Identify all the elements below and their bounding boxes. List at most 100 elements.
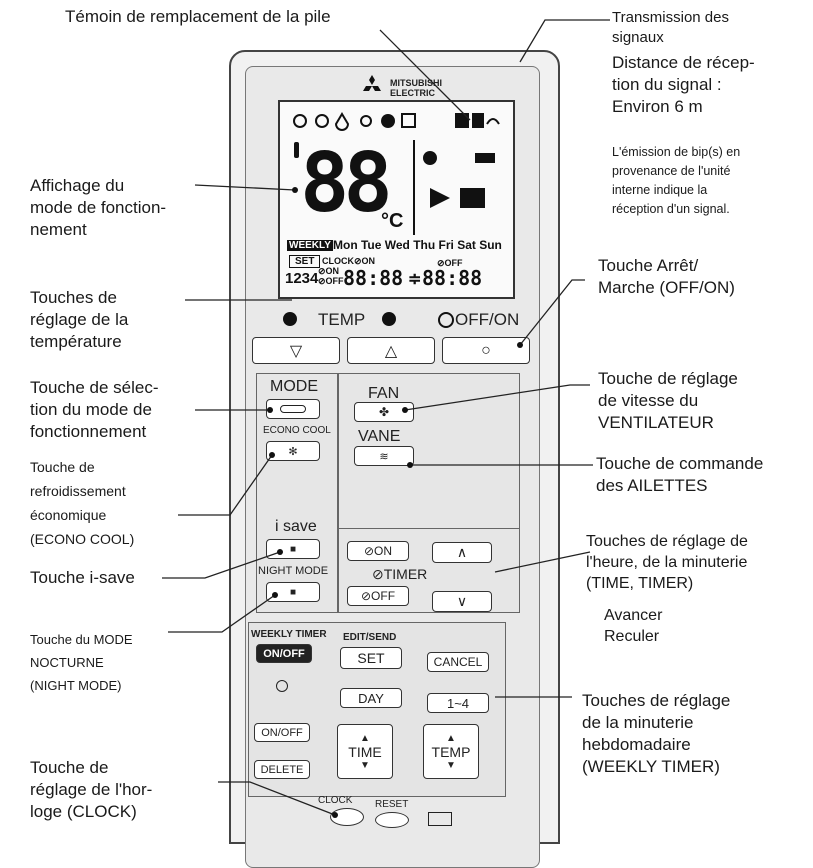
clock-label: CLOCK — [318, 795, 353, 806]
weekly-onoff-button[interactable]: ON/OFF — [256, 644, 312, 663]
circle-icon: ○ — [481, 341, 491, 359]
callout-econo-line: économique — [30, 507, 107, 523]
callout-mode-line: tion du mode de — [30, 400, 152, 419]
arrow-up-icon: ▲ — [446, 732, 456, 744]
callout-bip: L'émission de bip(s) en provenance de l'… — [612, 143, 740, 219]
arrow-down-icon: ▼ — [360, 759, 370, 771]
clock-icon — [276, 680, 288, 692]
edit-send-label: EDIT/SEND — [343, 632, 397, 643]
minus-icon — [283, 312, 297, 326]
clock-onoff-label: ON/OFF — [261, 726, 303, 739]
callout-reculer: Reculer — [604, 628, 660, 645]
night-mode-label: NIGHT MODE — [258, 565, 329, 577]
timer-off-button[interactable]: ⊘OFF — [347, 586, 409, 606]
brand-line-2: ELECTRIC — [390, 88, 435, 98]
timer-down-button[interactable]: ∨ — [432, 591, 492, 612]
mode-button[interactable] — [266, 399, 320, 419]
clock-onoff-button[interactable]: ON/OFF — [254, 723, 310, 742]
temp-down-button[interactable]: ▽ — [252, 337, 340, 364]
callout-night-line: NOCTURNE — [30, 655, 104, 670]
lcd-unit: °C — [381, 210, 404, 232]
callout-timer-line: Touches de réglage de — [586, 533, 748, 550]
minus-bar-icon — [280, 405, 306, 413]
callout-temp-line: Touches de — [30, 288, 117, 307]
callout-econo: Touche de refroidissement économique (EC… — [30, 455, 134, 551]
vane-label: VANE — [358, 428, 401, 445]
set-button[interactable]: SET — [340, 647, 402, 669]
fan-button[interactable]: ✤ — [354, 402, 414, 422]
callout-mode-line: Touche de sélec- — [30, 378, 159, 397]
reset-label: RESET — [375, 799, 409, 810]
range-label: 1~4 — [446, 695, 470, 711]
callout-arret-line: Touche Arrêt/ — [598, 256, 699, 275]
cancel-button[interactable]: CANCEL — [427, 652, 489, 672]
weekly-timer-label: WEEKLY TIMER — [251, 629, 327, 640]
callout-econo-line: Touche de — [30, 459, 95, 475]
temp-weekly-button[interactable]: ▲ TEMP ▼ — [423, 724, 479, 779]
clock-button[interactable] — [330, 808, 364, 826]
battery-icon — [455, 113, 469, 128]
callout-distance: Distance de récep- tion du signal : Envi… — [612, 52, 755, 118]
callout-weekly-line: (WEEKLY TIMER) — [582, 757, 720, 776]
leader-lines — [162, 19, 610, 818]
lcd-set-tag: SET — [289, 255, 321, 268]
lcd-fan-vane-icons — [423, 151, 495, 208]
callout-clock: Touche de réglage de l'hor- loge (CLOCK) — [30, 757, 152, 823]
mode-label: MODE — [270, 378, 318, 395]
callout-bip-line: provenance de l'unité — [612, 164, 731, 178]
callout-night: Touche du MODE NOCTURNE (NIGHT MODE) — [30, 628, 133, 697]
night-mode-button[interactable]: ■ — [266, 582, 320, 602]
lcd-weekly-tag: WEEKLY — [287, 240, 333, 251]
timer-on-button[interactable]: ⊘ON — [347, 541, 409, 561]
signal-icon — [486, 118, 500, 125]
fan-icon: ✤ — [378, 405, 390, 419]
econo-cool-icon: ✻ — [288, 445, 298, 458]
callout-fan: Touche de réglage de vitesse du VENTILAT… — [598, 368, 738, 434]
lcd-divider — [413, 140, 415, 235]
vane-position-icon — [430, 188, 450, 208]
offon-button[interactable]: ○ — [442, 337, 530, 364]
econo-label: ECONO COOL — [263, 425, 331, 436]
callout-fan-line: de vitesse du — [598, 391, 699, 410]
night-mode-icon: ■ — [289, 586, 297, 598]
time-button[interactable]: ▲ TIME ▼ — [337, 724, 393, 779]
range-button[interactable]: 1~4 — [427, 693, 489, 713]
callout-temp-line: température — [30, 332, 122, 351]
lcd-thermometer-icon — [294, 142, 299, 158]
callout-temp: Touches de réglage de la température — [30, 287, 128, 353]
callout-econo-line: refroidissement — [30, 483, 126, 499]
lcd-on-small: ⊘ON — [318, 266, 340, 276]
isave-lcd-icon — [472, 113, 484, 128]
temp-weekly-label: TEMP — [431, 743, 471, 760]
vane-button[interactable]: ≋ — [354, 446, 414, 466]
isave-icon: ■ — [289, 543, 297, 555]
callout-transmission: Transmission des signaux — [612, 8, 729, 48]
timer-off-label: ⊘OFF — [360, 589, 396, 603]
econo-cool-button[interactable]: ✻ — [266, 441, 320, 461]
arrow-up-icon: ▲ — [360, 732, 370, 744]
offon-label: OFF/ON — [455, 310, 520, 329]
auto-mode-icon — [293, 114, 307, 128]
day-label: DAY — [358, 690, 384, 706]
day-button[interactable]: DAY — [340, 688, 402, 708]
callout-night-line: Touche du MODE — [30, 632, 133, 647]
callout-timer-line: l'heure, de la minuterie — [586, 554, 748, 571]
fan-speed-icon — [423, 151, 437, 165]
callout-temp-line: réglage de la — [30, 310, 129, 329]
callout-affichage-line: mode de fonction- — [30, 198, 167, 217]
callout-distance-line: tion du signal : — [612, 75, 722, 94]
callout-vane: Touche de commande des AILETTES — [596, 453, 763, 497]
callout-vane-line: des AILETTES — [596, 476, 708, 495]
temp-up-button[interactable]: △ — [347, 337, 435, 364]
callout-clock-line: Touche de — [30, 758, 109, 777]
timer-on-label: ⊘ON — [363, 544, 393, 558]
dry-mode-icon — [334, 112, 350, 131]
fan-level-icon — [475, 153, 495, 163]
delete-button[interactable]: DELETE — [254, 760, 310, 779]
lcd-off-label: ⊘OFF — [437, 258, 463, 268]
lcd-arrow: ≑ — [408, 271, 422, 288]
callout-bip-line: L'émission de bip(s) en — [612, 145, 741, 159]
callout-mode: Touche de sélec- tion du mode de fonctio… — [30, 377, 159, 443]
timer-up-button[interactable]: ∧ — [432, 542, 492, 563]
callout-weekly-line: hebdomadaire — [582, 735, 691, 754]
